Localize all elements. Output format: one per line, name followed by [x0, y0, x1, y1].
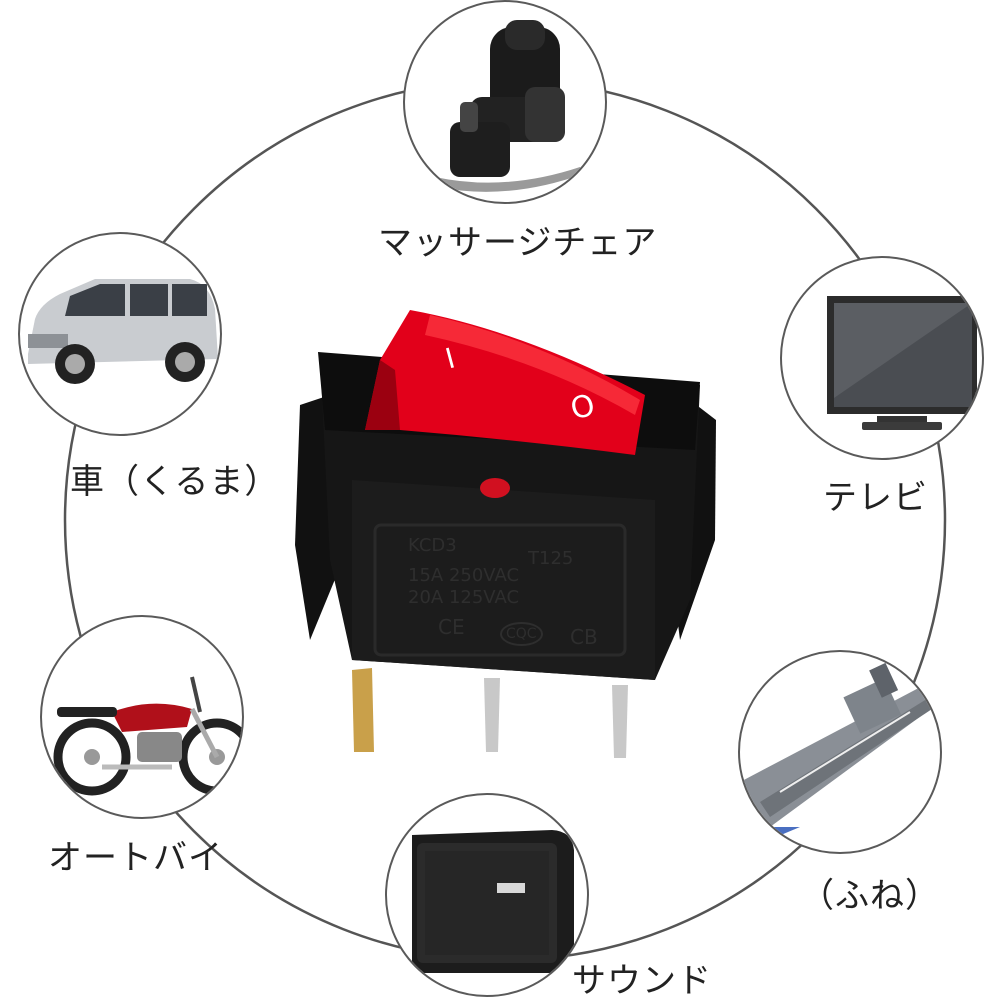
car-image	[28, 279, 218, 384]
switch-rating-2: 20A 125VAC	[408, 587, 520, 608]
motorcycle-image	[53, 676, 242, 796]
label-motorcycle: オートバイ	[48, 838, 223, 878]
tv-bubble	[780, 256, 984, 460]
label-tv: テレビ	[823, 478, 928, 518]
tv-image	[827, 296, 977, 430]
speaker-image	[412, 830, 574, 973]
label-boat: （ふね）	[800, 876, 940, 916]
label-massage-chair: マッサージチェア	[378, 223, 658, 263]
label-car: 車（くるま）	[70, 462, 280, 502]
cb-mark: CB	[570, 625, 598, 649]
massage-chair-bubble	[403, 0, 607, 204]
switch-model-text: KCD3	[408, 535, 457, 556]
sound-bubble	[385, 793, 589, 997]
car-bubble	[18, 232, 222, 436]
switch-temp-text: T125	[528, 548, 574, 569]
label-sound: サウンド	[572, 961, 712, 1001]
massage-chair-image	[433, 20, 583, 192]
boat-bubble	[738, 650, 942, 854]
ce-mark: CE	[438, 615, 465, 639]
cqc-mark: CQC	[500, 622, 543, 646]
switch-rating-1: 15A 250VAC	[408, 565, 520, 586]
motorcycle-bubble	[40, 615, 244, 819]
